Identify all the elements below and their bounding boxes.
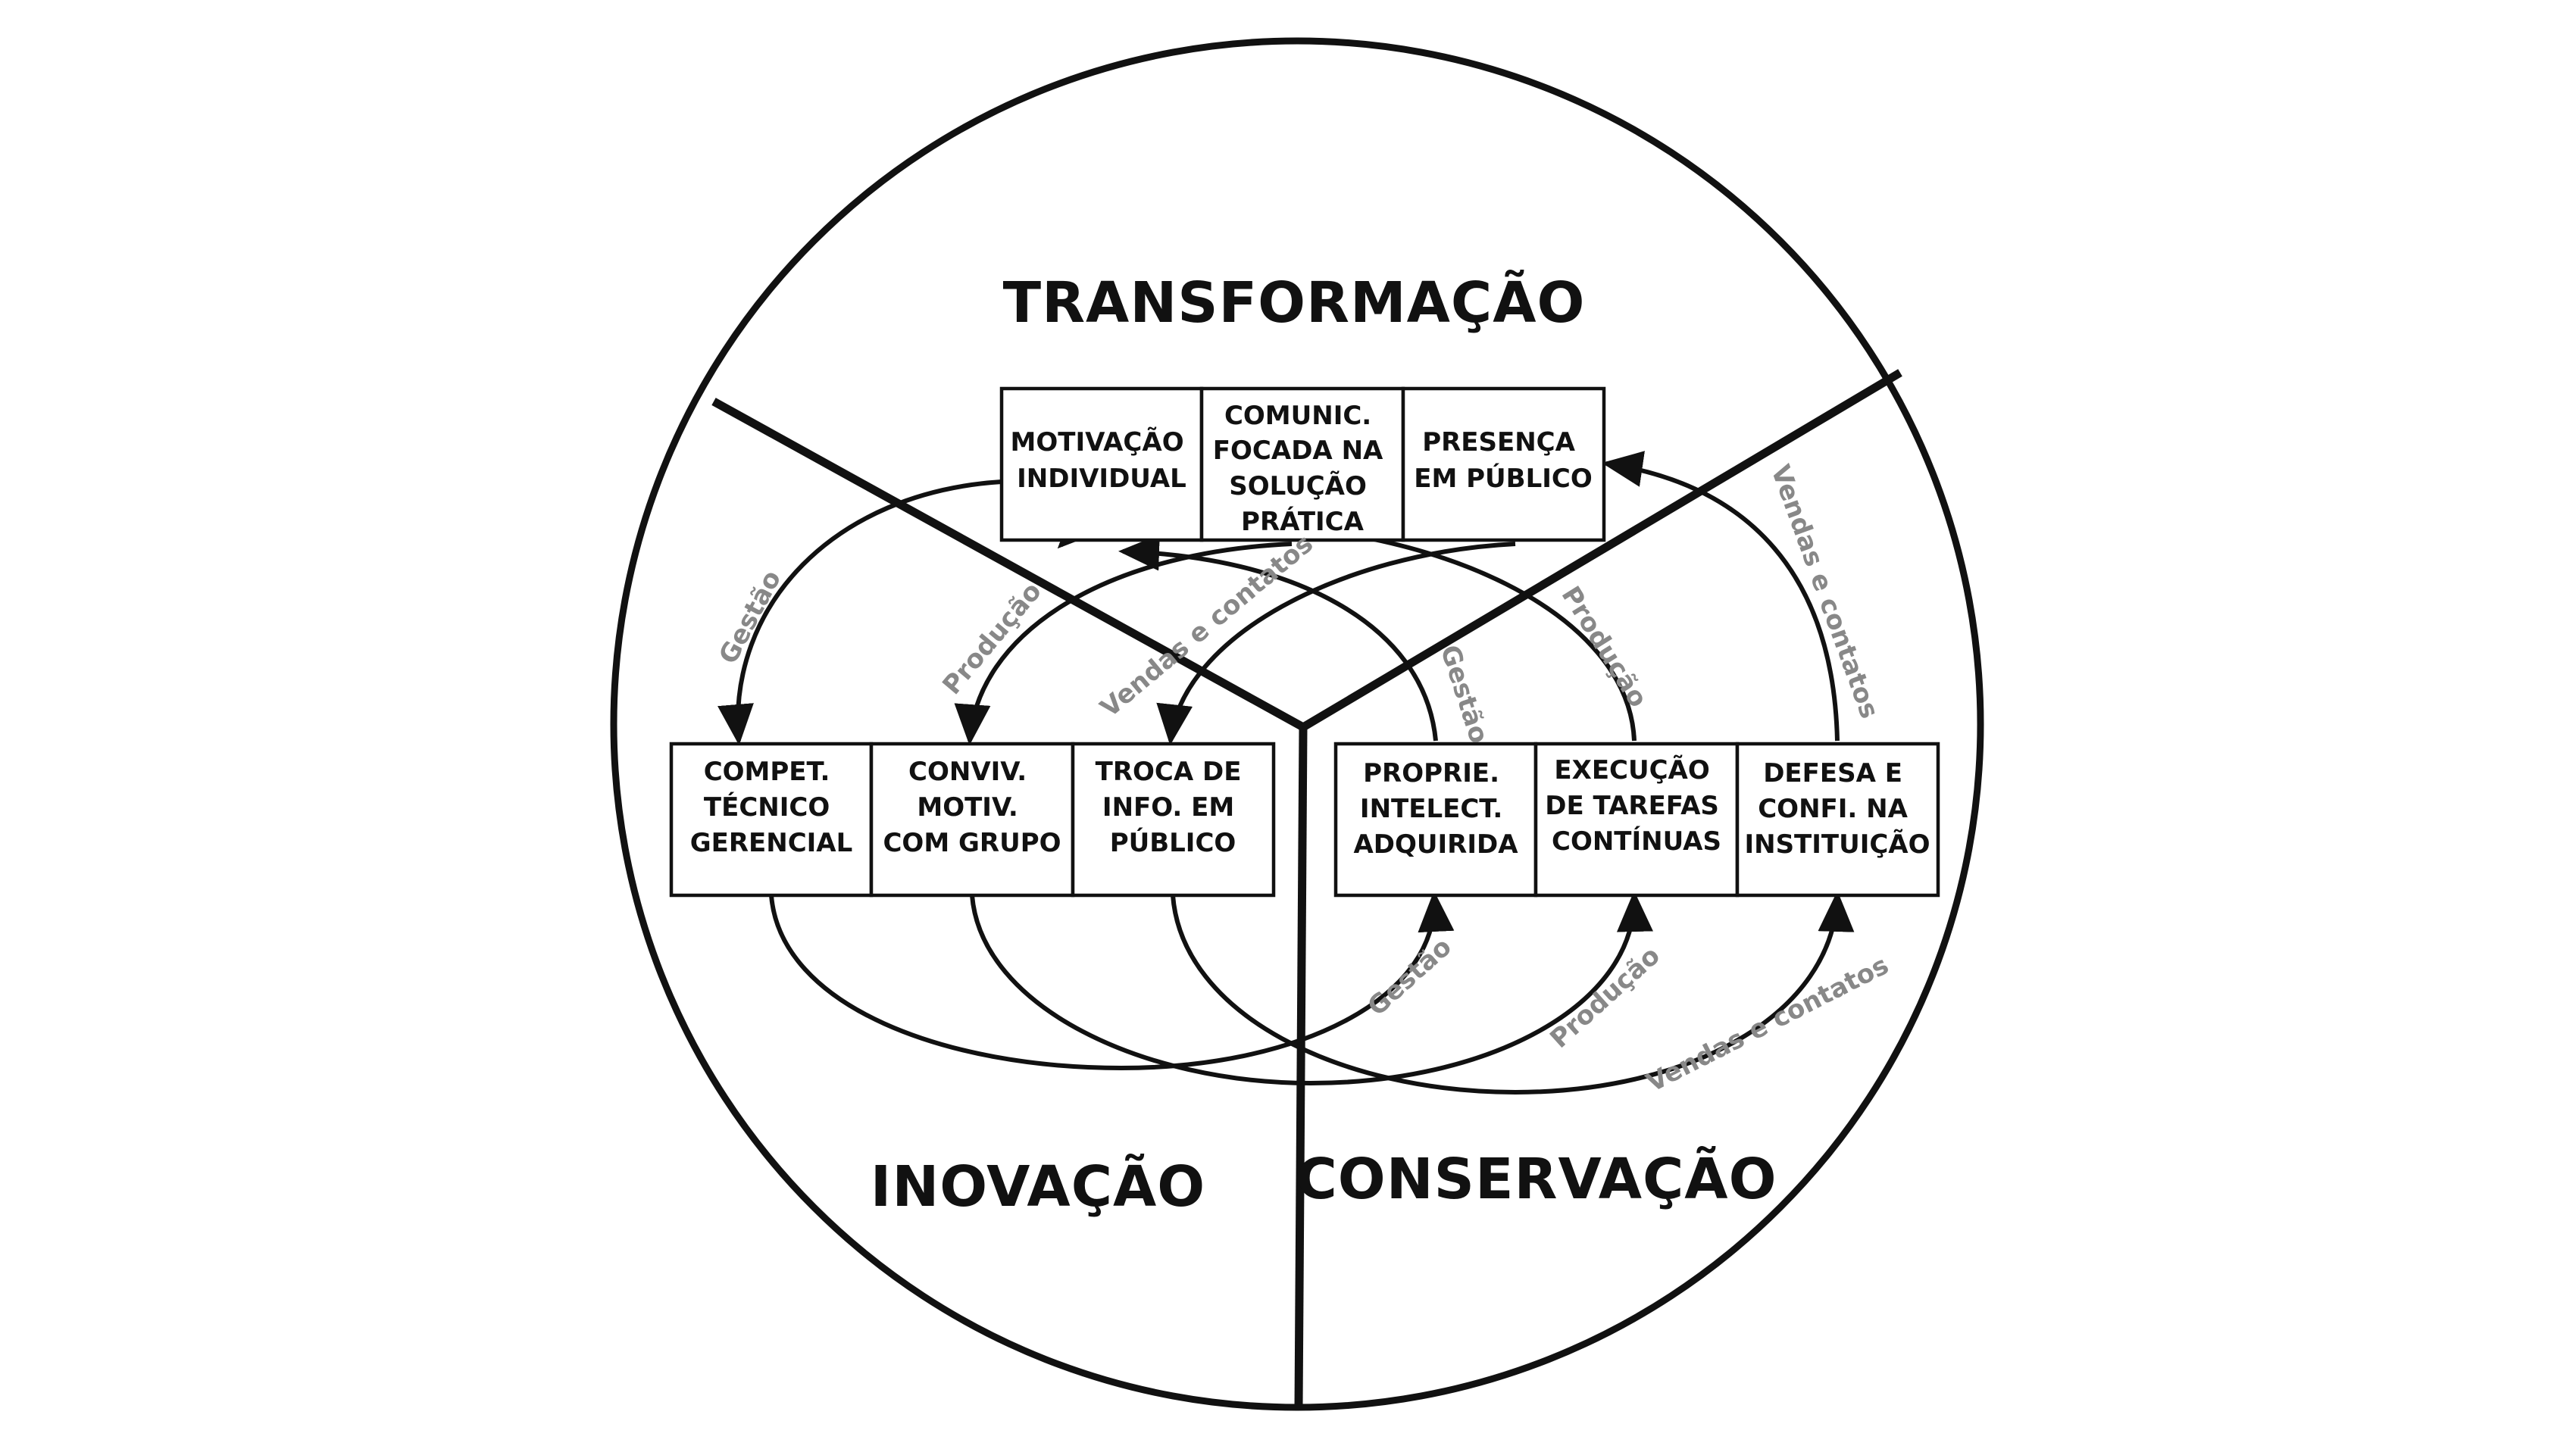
flow-vendas-bottom — [1171, 891, 1855, 1095]
flow-gestao-top — [717, 479, 1002, 745]
box-text-top-0: MOTIVAÇÃO INDIVIDUAL — [1011, 426, 1193, 494]
flow-producao-top — [954, 542, 1293, 745]
label-producao-bottom: Produção — [1544, 941, 1666, 1054]
box-motivacao-individual — [999, 386, 1204, 542]
box-troca-de-info — [1071, 742, 1276, 898]
box-presenca-em-publico — [1401, 386, 1606, 542]
sector-title-inovacao: INOVAÇÃO — [871, 1153, 1205, 1219]
flow-arrows — [717, 451, 1855, 1095]
box-text-right-0: PROPRIE. INTELECT. ADQUIRIDA — [1353, 758, 1518, 860]
flow-vendas-top-right — [1602, 451, 1840, 742]
label-gestao-top-right: Gestão — [1434, 642, 1494, 748]
box-execucao-de-tarefas — [1533, 742, 1740, 898]
label-gestao-bottom: Gestão — [1362, 932, 1458, 1022]
box-text-left-0: COMPET. TÉCNICO GERENCIAL — [690, 757, 853, 858]
box-compet-tecnico — [669, 742, 874, 898]
flow-vendas-top — [1156, 542, 1516, 745]
label-producao-top-right: Produção — [1555, 581, 1653, 713]
box-text-top-2: PRESENÇA EM PÚBLICO — [1414, 427, 1593, 494]
label-producao-top-left: Produção — [936, 576, 1047, 701]
box-text-top-1: COMUNIC. FOCADA NA SOLUÇÃO PRÁTICA — [1213, 401, 1392, 537]
box-conviv-motiv — [869, 742, 1075, 898]
divider-right — [1301, 369, 1902, 731]
divider-bottom — [1294, 726, 1308, 1408]
label-vendas-bottom: Vendas e contatos — [1642, 950, 1893, 1098]
sector-title-transformacao: TRANSFORMAÇÃO — [1003, 269, 1586, 336]
top-boxes: MOTIVAÇÃO INDIVIDUAL COMUNIC. FOCADA NA … — [999, 386, 1606, 542]
left-boxes: COMPET. TÉCNICO GERENCIAL CONVIV. MOTIV.… — [669, 742, 1276, 898]
sector-title-conservacao: CONSERVAÇÃO — [1296, 1145, 1777, 1212]
outer-circle — [610, 37, 1984, 1411]
flow-gestao-top-right — [1118, 534, 1438, 742]
box-defesa-e-confi — [1735, 742, 1940, 898]
flow-producao-top-right — [1057, 507, 1637, 742]
box-text-left-1: CONVIV. MOTIV. COM GRUPO — [883, 757, 1061, 858]
box-text-right-1: EXECUÇÃO DE TAREFAS CONTÍNUAS — [1545, 754, 1728, 857]
box-text-left-2: TROCA DE INFO. EM PÚBLICO — [1096, 757, 1251, 858]
divider-left — [711, 398, 1305, 731]
box-text-right-2: DEFESA E CONFI. NA INSTITUIÇÃO — [1744, 758, 1930, 860]
right-boxes: PROPRIE. INTELECT. ADQUIRIDA EXECUÇÃO DE… — [1333, 742, 1940, 898]
box-proprie-intelect — [1333, 742, 1538, 898]
flow-gestao-bottom — [769, 891, 1455, 1071]
label-vendas-top-right: Vendas e contatos — [1765, 461, 1884, 723]
flow-producao-bottom — [970, 891, 1653, 1086]
